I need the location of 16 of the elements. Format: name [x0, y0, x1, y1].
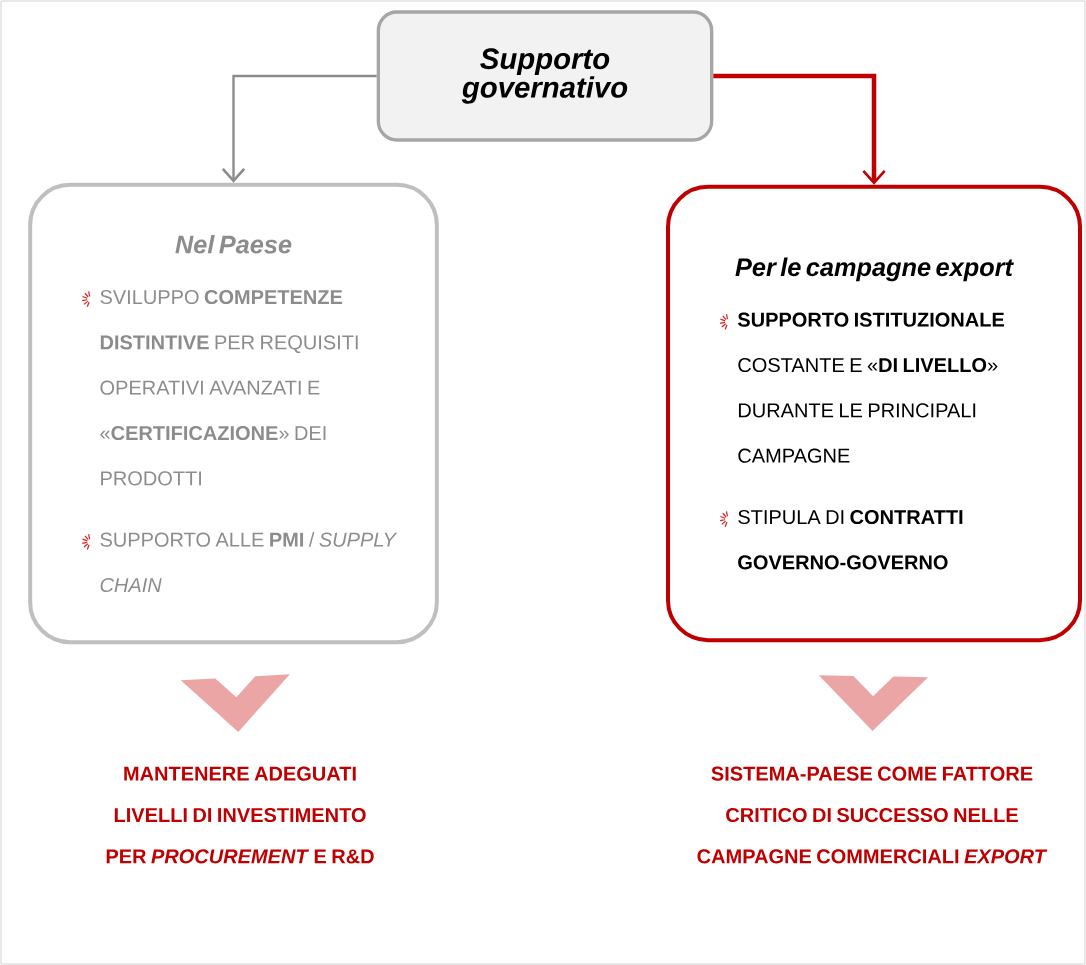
content-box [28, 182, 439, 645]
outcome-text: MANTENERE ADEGUATI LIVELLI DI INVESTIMENTO PER PROCUREMENT E R&D [106, 766, 374, 864]
chevron-arrow [818, 675, 929, 731]
bullet-text: SVILUPPO COMPETENZE DISTINTIVE PER REQUISITI OPERATIVI AVANZATI E «CERTIFICAZIONE» DEI PRODOTTI [100, 289, 358, 486]
outcome-text: SISTEMA-PAESE COME FATTORE CRITICO DI SUCCESSO NELLE CAMPAGNE COMMERCIALI EXPORT [697, 766, 1048, 864]
content-box [666, 184, 1082, 643]
box-heading: Nel Paese [175, 234, 292, 254]
arrow [713, 73, 886, 185]
box-title: Supporto governativo [461, 48, 628, 104]
title-box [376, 10, 714, 142]
chevron-arrow [180, 674, 290, 732]
bullet-text: SUPPORTO ISTITUZIONALE COSTANTE E «DI LIVELLO» DURANTE LE PRINCIPALI CAMPAGNE [737, 312, 1004, 463]
bullet-text: STIPULA DI CONTRATTI GOVERNO-GOVERNO [738, 509, 963, 570]
box-heading: Per le campagne export [735, 257, 1014, 282]
bullet-text: SUPPORTO ALLE PMI / SUPPLY CHAIN [100, 532, 398, 593]
arrow [221, 74, 377, 183]
